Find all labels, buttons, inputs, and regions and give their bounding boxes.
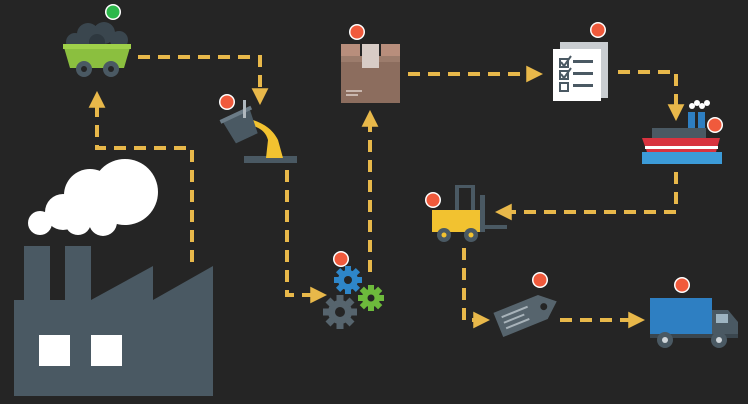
checklist-icon — [553, 42, 608, 101]
mine-cart-icon — [63, 22, 131, 77]
status-dot-gears[interactable] — [333, 251, 349, 267]
forklift-icon — [432, 185, 507, 242]
status-dot-mine-cart[interactable] — [105, 4, 121, 20]
factory-window — [39, 335, 70, 366]
flow-arrows — [88, 55, 685, 329]
status-markers — [105, 4, 723, 293]
status-dot-price-tag[interactable] — [532, 272, 548, 288]
arrow-checklist-to-ship — [618, 70, 685, 122]
gear-gray — [323, 295, 357, 329]
arrow-smelting-to-gears — [285, 170, 328, 304]
status-dot-smelting[interactable] — [219, 94, 235, 110]
status-dot-forklift[interactable] — [425, 192, 441, 208]
status-dot-package[interactable] — [349, 24, 365, 40]
gear-blue — [334, 266, 362, 294]
arrow-cart-to-smelting — [138, 55, 269, 106]
delivery-truck-icon — [650, 298, 738, 348]
cardboard-box-icon — [341, 44, 400, 103]
factory-window — [91, 335, 122, 366]
price-tag-icon — [493, 294, 557, 338]
smoke-cloud — [28, 159, 158, 236]
status-dot-ship[interactable] — [707, 117, 723, 133]
gears-icon — [323, 266, 384, 329]
arrow-factory-to-cart — [88, 90, 194, 262]
factory-icon — [14, 159, 213, 396]
ladle-pour-icon — [219, 100, 297, 163]
cargo-ship-icon — [642, 100, 722, 164]
status-dot-delivery-truck[interactable] — [674, 277, 690, 293]
arrow-ship-to-forklift — [494, 172, 678, 221]
arrow-forklift-to-tag — [462, 248, 491, 329]
gear-green — [358, 285, 384, 311]
status-dot-checklist[interactable] — [590, 22, 606, 38]
